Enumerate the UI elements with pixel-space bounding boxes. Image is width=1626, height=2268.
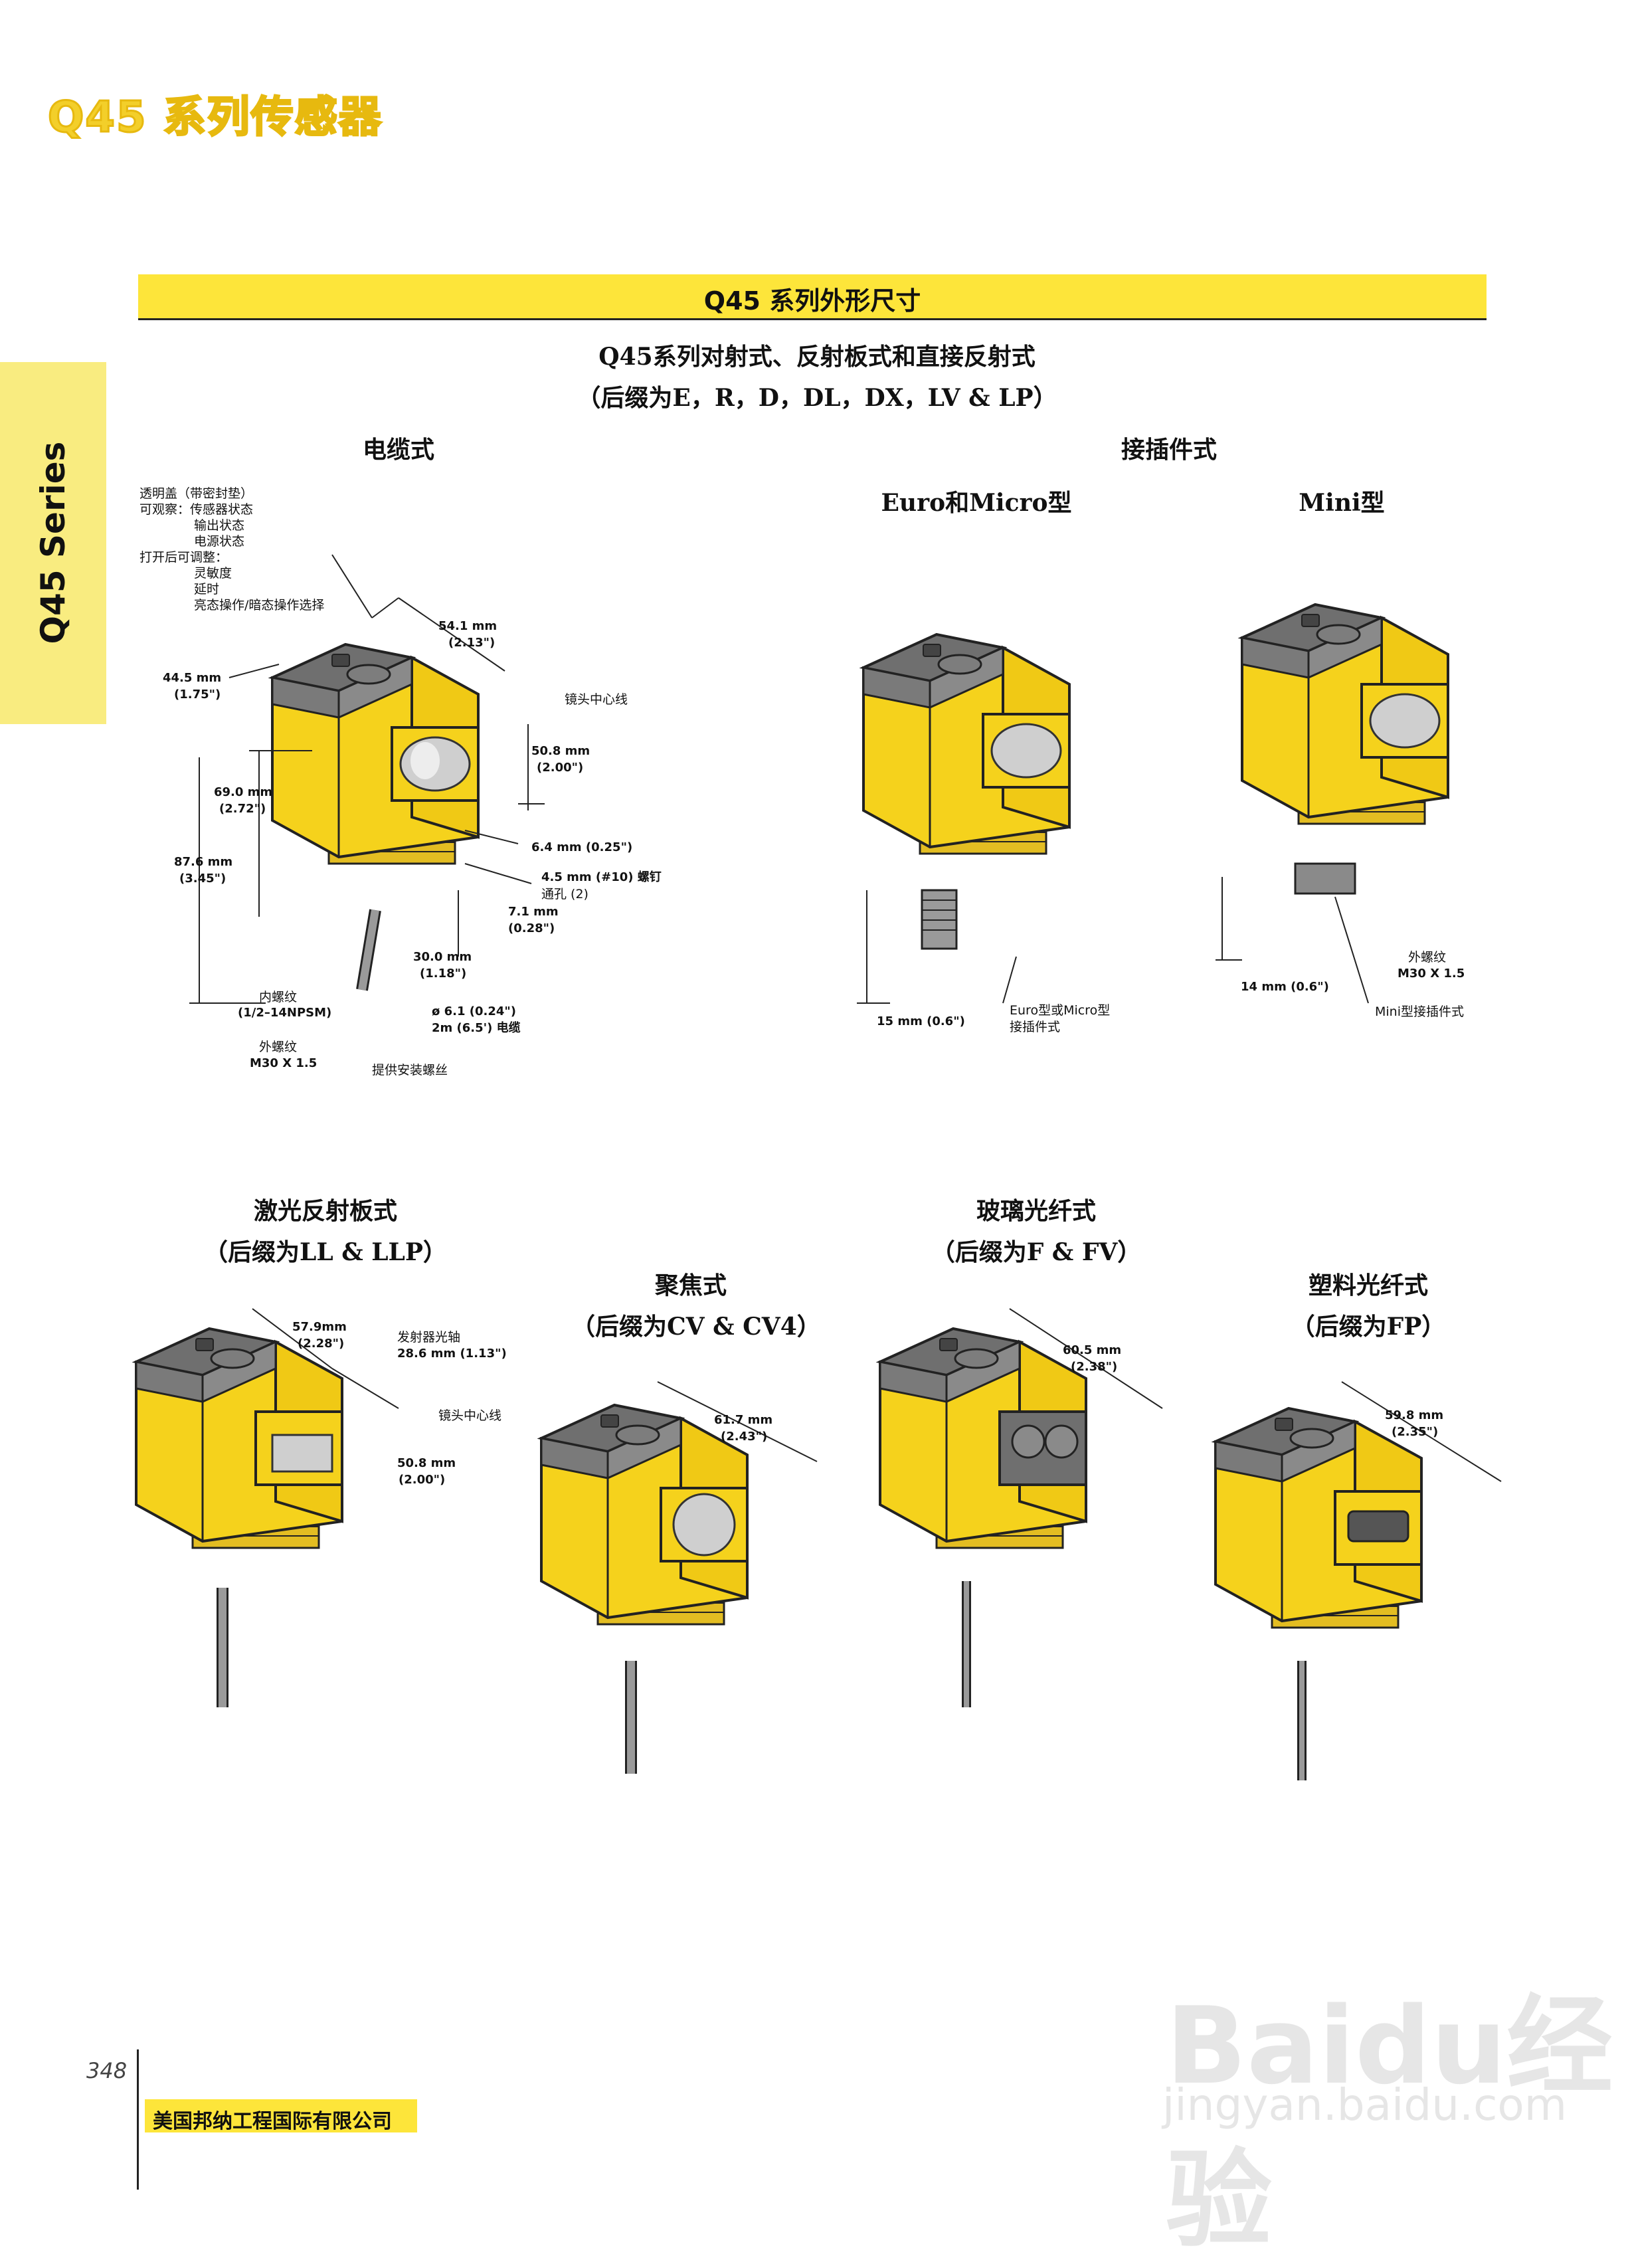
laser-suffix: （后缀为LL & LLP） <box>204 1238 447 1266</box>
cable-note-1: 透明盖（带密封垫） <box>139 486 254 501</box>
laser-lens-in: (2.00") <box>399 1473 446 1487</box>
mini-label: Mini型接插件式 <box>1375 1004 1464 1019</box>
euro-dim: 15 mm (0.6") <box>877 1014 965 1028</box>
dim-30-mm: 30.0 mm <box>413 950 472 964</box>
dim-69-in: (2.72") <box>219 802 266 816</box>
dim-44-mm: 44.5 mm <box>163 671 222 685</box>
dim-50-in: (2.00") <box>537 761 584 775</box>
cable-heading: 电缆式 <box>362 436 434 464</box>
company-name: 美国邦纳工程国际有限公司 <box>153 2110 392 2133</box>
cable-note-7: 延时 <box>194 582 220 597</box>
focus-sensor-drawing <box>540 1404 749 1774</box>
internal-thread-1: 内螺纹 <box>259 990 298 1004</box>
dim-7-1-in: (0.28") <box>508 921 555 935</box>
page-header-title: Q45 系列传感器 <box>47 92 383 143</box>
euro-sensor-drawing <box>862 633 1071 950</box>
glass-heading: 玻璃光纤式 <box>976 1197 1096 1225</box>
euro-heading: Euro和Micro型 <box>881 489 1072 517</box>
page-number: 348 <box>86 2058 128 2083</box>
internal-thread-2: (1/2–14NPSM) <box>238 1006 332 1020</box>
dim-54-mm: 54.1 mm <box>438 619 497 633</box>
section-band: Q45 系列外形尺寸 <box>138 274 1487 320</box>
dim-44-in: (1.75") <box>174 688 221 702</box>
cable-note-6: 灵敏度 <box>194 566 232 581</box>
sensor-drawings <box>135 554 1502 1780</box>
focus-heading: 聚焦式 <box>654 1272 727 1299</box>
cable-note-3: 输出状态 <box>194 518 245 533</box>
laser-dim-in: (2.28") <box>298 1337 345 1351</box>
glass-suffix: （后缀为F & FV） <box>931 1238 1142 1266</box>
mini-thread-1: 外螺纹 <box>1408 950 1447 965</box>
plastic-dim-in: (2.35") <box>1392 1425 1439 1439</box>
emitter-2: 28.6 mm (1.13") <box>397 1347 507 1361</box>
laser-lens-mm: 50.8 mm <box>397 1456 456 1470</box>
external-thread-2: M30 X 1.5 <box>250 1056 317 1070</box>
plastic-dim-mm: 59.8 mm <box>1385 1408 1444 1422</box>
cable-note-8: 亮态操作/暗态操作选择 <box>194 598 325 613</box>
glass-sensor-drawing <box>879 1327 1087 1707</box>
connector-heading: 接插件式 <box>1121 436 1217 464</box>
focus-suffix: （后缀为CV & CV4） <box>571 1313 821 1341</box>
emitter-1: 发射器光轴 <box>397 1330 461 1345</box>
cable-sensor-drawing <box>271 643 480 991</box>
dim-87-in: (3.45") <box>179 872 226 886</box>
focus-dim-mm: 61.7 mm <box>714 1413 773 1427</box>
intro-line2: （后缀为E，R，D，DL，DX，LV & LP） <box>577 384 1057 412</box>
euro-label-1: Euro型或Micro型 <box>1010 1003 1111 1018</box>
dim-4-5: 4.5 mm (#10) 螺钉 <box>541 870 662 884</box>
dim-4-5-b: 通孔 (2) <box>541 887 588 901</box>
side-tab: Q45 Series <box>0 362 106 724</box>
mini-thread-2: M30 X 1.5 <box>1398 967 1465 981</box>
laser-dim-mm: 57.9mm <box>292 1320 347 1334</box>
laser-centerline: 镜头中心线 <box>438 1408 502 1423</box>
cable-note-4: 电源状态 <box>194 534 245 549</box>
watermark-url: jingyan.baidu.com <box>1162 2079 1568 2130</box>
laser-sensor-drawing <box>135 1327 343 1707</box>
footer-divider <box>137 2049 139 2190</box>
section-title: Q45 系列外形尺寸 <box>703 286 921 316</box>
glass-dim-in: (2.38") <box>1071 1360 1118 1374</box>
dim-87-mm: 87.6 mm <box>174 855 233 869</box>
external-thread-1: 外螺纹 <box>259 1040 298 1054</box>
dim-69-mm: 69.0 mm <box>214 785 273 799</box>
euro-label-2: 接插件式 <box>1010 1020 1061 1034</box>
dim-50-mm: 50.8 mm <box>531 744 590 758</box>
cable-note-2: 可观察：传感器状态 <box>139 502 254 517</box>
plastic-suffix: （后缀为FP） <box>1291 1313 1446 1341</box>
dim-54-in: (2.13") <box>448 636 496 650</box>
dim-30-in: (1.18") <box>420 967 467 981</box>
nut-note: 提供安装螺丝 <box>372 1063 448 1078</box>
focus-dim-in: (2.43") <box>721 1430 768 1444</box>
intro-line1: Q45系列对射式、反射板式和直接反射式 <box>598 343 1036 371</box>
dim-7-1-mm: 7.1 mm <box>508 905 559 919</box>
dim-6-4: 6.4 mm (0.25") <box>531 840 633 854</box>
glass-dim-mm: 60.5 mm <box>1063 1343 1122 1357</box>
mini-dim: 14 mm (0.6") <box>1241 980 1329 994</box>
cable-spec-2: 2m (6.5') 电缆 <box>432 1021 521 1035</box>
lens-centerline-label: 镜头中心线 <box>565 692 628 707</box>
company-label: 美国邦纳工程国际有限公司 <box>145 2099 417 2133</box>
laser-heading: 激光反射板式 <box>253 1197 397 1225</box>
cable-spec-1: ø 6.1 (0.24") <box>432 1004 517 1018</box>
plastic-sensor-drawing <box>1214 1407 1423 1780</box>
cable-note-5: 打开后可调整： <box>139 550 228 565</box>
dimension-lines <box>189 554 1502 1482</box>
mini-heading: Mini型 <box>1299 489 1385 517</box>
plastic-heading: 塑料光纤式 <box>1308 1272 1428 1299</box>
mini-sensor-drawing <box>1241 603 1449 895</box>
